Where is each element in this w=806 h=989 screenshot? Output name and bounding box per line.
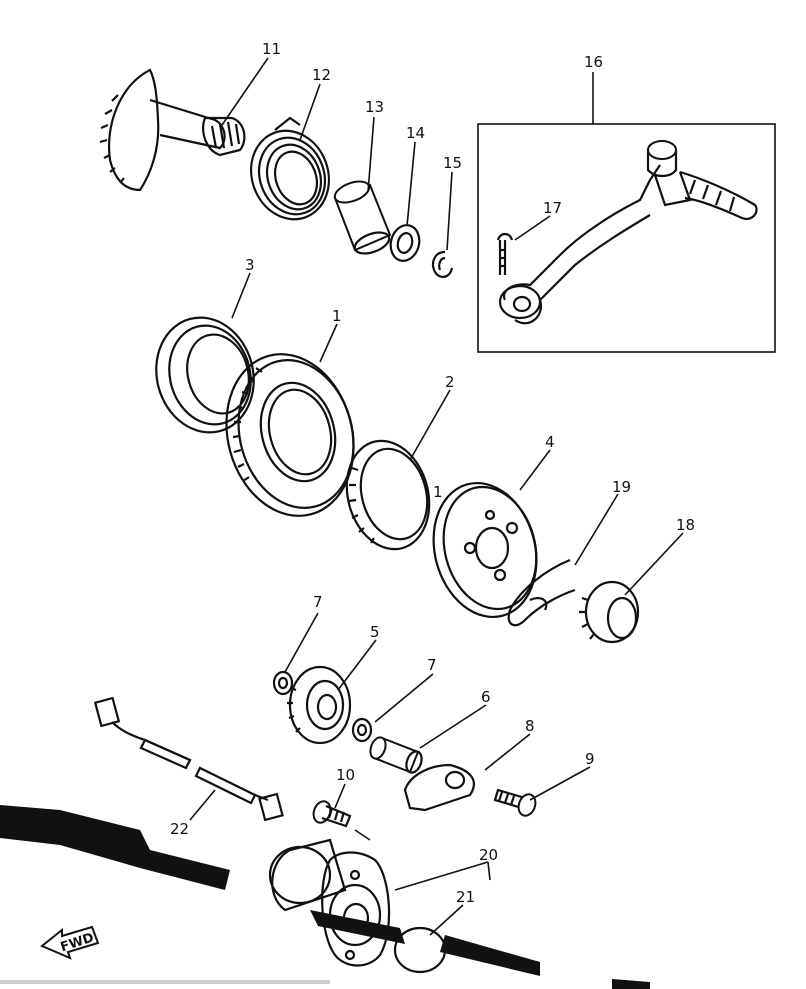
- washer-7b: [351, 717, 373, 743]
- collar: [333, 180, 392, 255]
- callout-labels: 11 12 13 14 15 16 17 3 1 2 1 4 19 18 7 5…: [170, 40, 695, 906]
- stopper-plate: [403, 763, 475, 812]
- print-streak: [0, 805, 650, 989]
- callout-11: 11: [262, 40, 281, 58]
- callout-12: 12: [312, 66, 331, 84]
- clutch-boss: [432, 481, 538, 619]
- callout-13: 13: [365, 98, 384, 116]
- callout-7-right: 7: [427, 656, 437, 674]
- kick-gear-shaft: [99, 68, 246, 192]
- callout-2: 2: [445, 373, 455, 391]
- callout-15: 15: [443, 154, 462, 172]
- callout-7-left: 7: [313, 593, 323, 611]
- callout-8: 8: [525, 717, 535, 735]
- washer-7a: [272, 670, 294, 696]
- one-way-clutch: [345, 439, 431, 551]
- idle-gear: [287, 665, 352, 745]
- torsion-spring: [250, 116, 330, 221]
- o-ring: [393, 926, 447, 974]
- callout-10: 10: [336, 766, 355, 784]
- fwd-label: FWD: [59, 930, 96, 955]
- callout-19: 19: [612, 478, 631, 496]
- lead-wire: [93, 696, 284, 822]
- circlip-15: [431, 250, 454, 278]
- callout-1-side: 1: [433, 483, 443, 501]
- callout-4: 4: [545, 433, 555, 451]
- leader-lines: [189, 57, 684, 936]
- fwd-arrow-icon: FWD: [40, 925, 100, 960]
- kick-crank-assembly: [477, 123, 776, 353]
- idle-shaft: [369, 736, 423, 774]
- callout-20: 20: [479, 846, 498, 864]
- screw-9: [493, 788, 537, 817]
- callout-1-top: 1: [332, 307, 342, 325]
- callout-5: 5: [370, 623, 380, 641]
- washer-14: [389, 224, 421, 262]
- callout-21: 21: [456, 888, 475, 906]
- oil-seal-3: [155, 316, 255, 434]
- starter-drive-gear: [579, 580, 640, 644]
- callout-9: 9: [585, 750, 595, 768]
- callout-3: 3: [245, 256, 255, 274]
- callout-6: 6: [481, 688, 491, 706]
- callout-22: 22: [170, 820, 189, 838]
- callout-17: 17: [543, 199, 562, 217]
- callout-14: 14: [406, 124, 425, 142]
- starter-wheel-gear: [225, 353, 355, 517]
- starter-motor: [268, 838, 391, 967]
- callout-16: 16: [584, 53, 603, 71]
- callout-18: 18: [676, 516, 695, 534]
- spring-clip: [507, 558, 576, 627]
- bolt-10: [312, 800, 352, 828]
